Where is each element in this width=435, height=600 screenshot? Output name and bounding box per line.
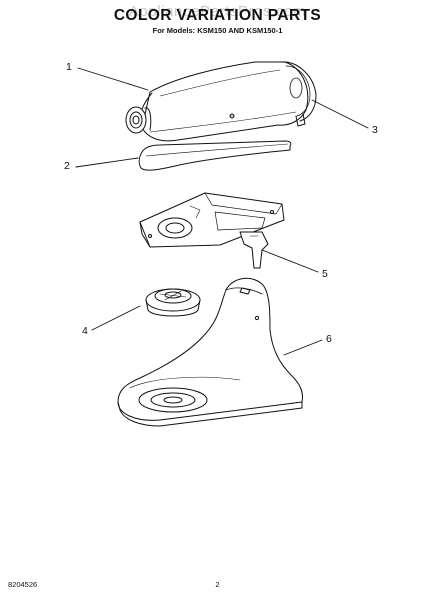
callout-4: 4 bbox=[82, 325, 88, 337]
page-title: COLOR VARIATION PARTS bbox=[113, 7, 322, 24]
document-number: 8204526 bbox=[8, 580, 38, 589]
leader-line-3 bbox=[311, 99, 369, 129]
callout-5: 5 bbox=[322, 268, 328, 280]
leader-line-6 bbox=[283, 339, 323, 356]
callout-6: 6 bbox=[326, 333, 332, 345]
leader-line-1 bbox=[77, 67, 149, 91]
leader-line-4 bbox=[91, 305, 141, 331]
motor-housing-part bbox=[125, 61, 317, 142]
page-number: 2 bbox=[215, 580, 220, 589]
callout-3: 3 bbox=[372, 124, 378, 136]
watermark-text: AppliancePartsPros.com bbox=[128, 3, 307, 20]
trim-band-part bbox=[138, 140, 292, 171]
gear-housing-part bbox=[139, 192, 285, 269]
leader-line-2 bbox=[75, 157, 139, 168]
page-subtitle: For Models: KSM150 AND KSM150-1 bbox=[152, 26, 283, 35]
leader-lines bbox=[75, 67, 369, 356]
callout-1: 1 bbox=[66, 61, 72, 73]
bowl-clamp-part bbox=[145, 288, 201, 317]
callout-2: 2 bbox=[64, 160, 70, 172]
leader-line-5 bbox=[261, 249, 319, 273]
pedestal-base-part bbox=[117, 277, 303, 427]
